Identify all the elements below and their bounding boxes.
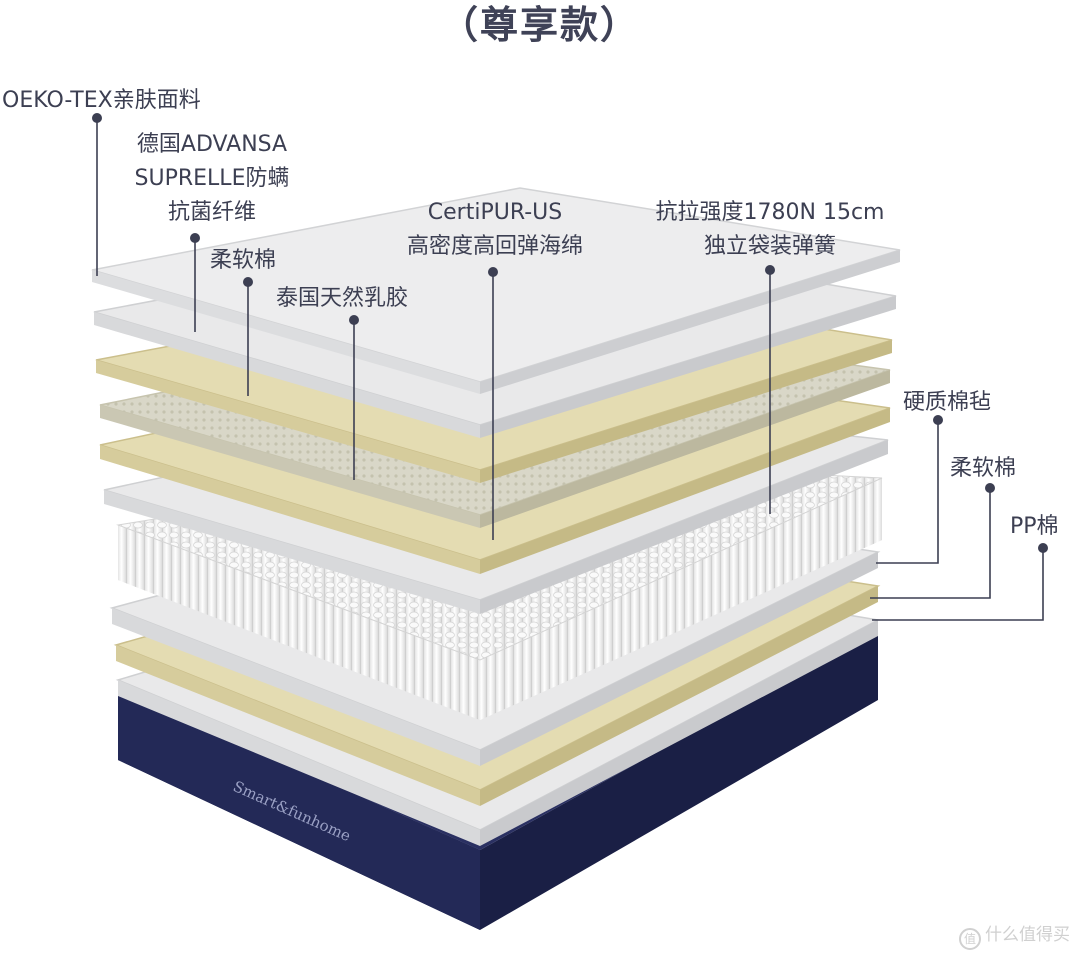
label-oeko-tex: OEKO-TEX亲肤面料	[2, 88, 201, 113]
label-hard-felt: 硬质棉毡	[903, 390, 992, 415]
watermark: 值什么值得买	[959, 920, 1070, 950]
label-latex: 泰国天然乳胶	[276, 286, 409, 311]
label-advansa: 德国ADVANSA SUPRELLE防螨 抗菌纤维	[134, 132, 290, 225]
layer-top-fabric	[91, 187, 901, 394]
label-certipur: CertiPUR-US 高密度高回弹海绵	[406, 200, 583, 259]
leader-dots	[92, 113, 1048, 553]
smzdm-logo-icon: 值	[959, 928, 981, 950]
label-soft-cotton-top: 柔软棉	[210, 248, 277, 273]
label-pp-cotton: PP棉	[1010, 514, 1059, 539]
label-soft-cotton-bottom: 柔软棉	[950, 456, 1017, 481]
leader-lines	[96, 118, 1044, 621]
page-title: （尊享款）	[439, 3, 640, 47]
watermark-text: 什么值得买	[985, 925, 1070, 945]
label-pocket-spring: 抗拉强度1780N 15cm 独立袋装弹簧	[655, 200, 885, 259]
